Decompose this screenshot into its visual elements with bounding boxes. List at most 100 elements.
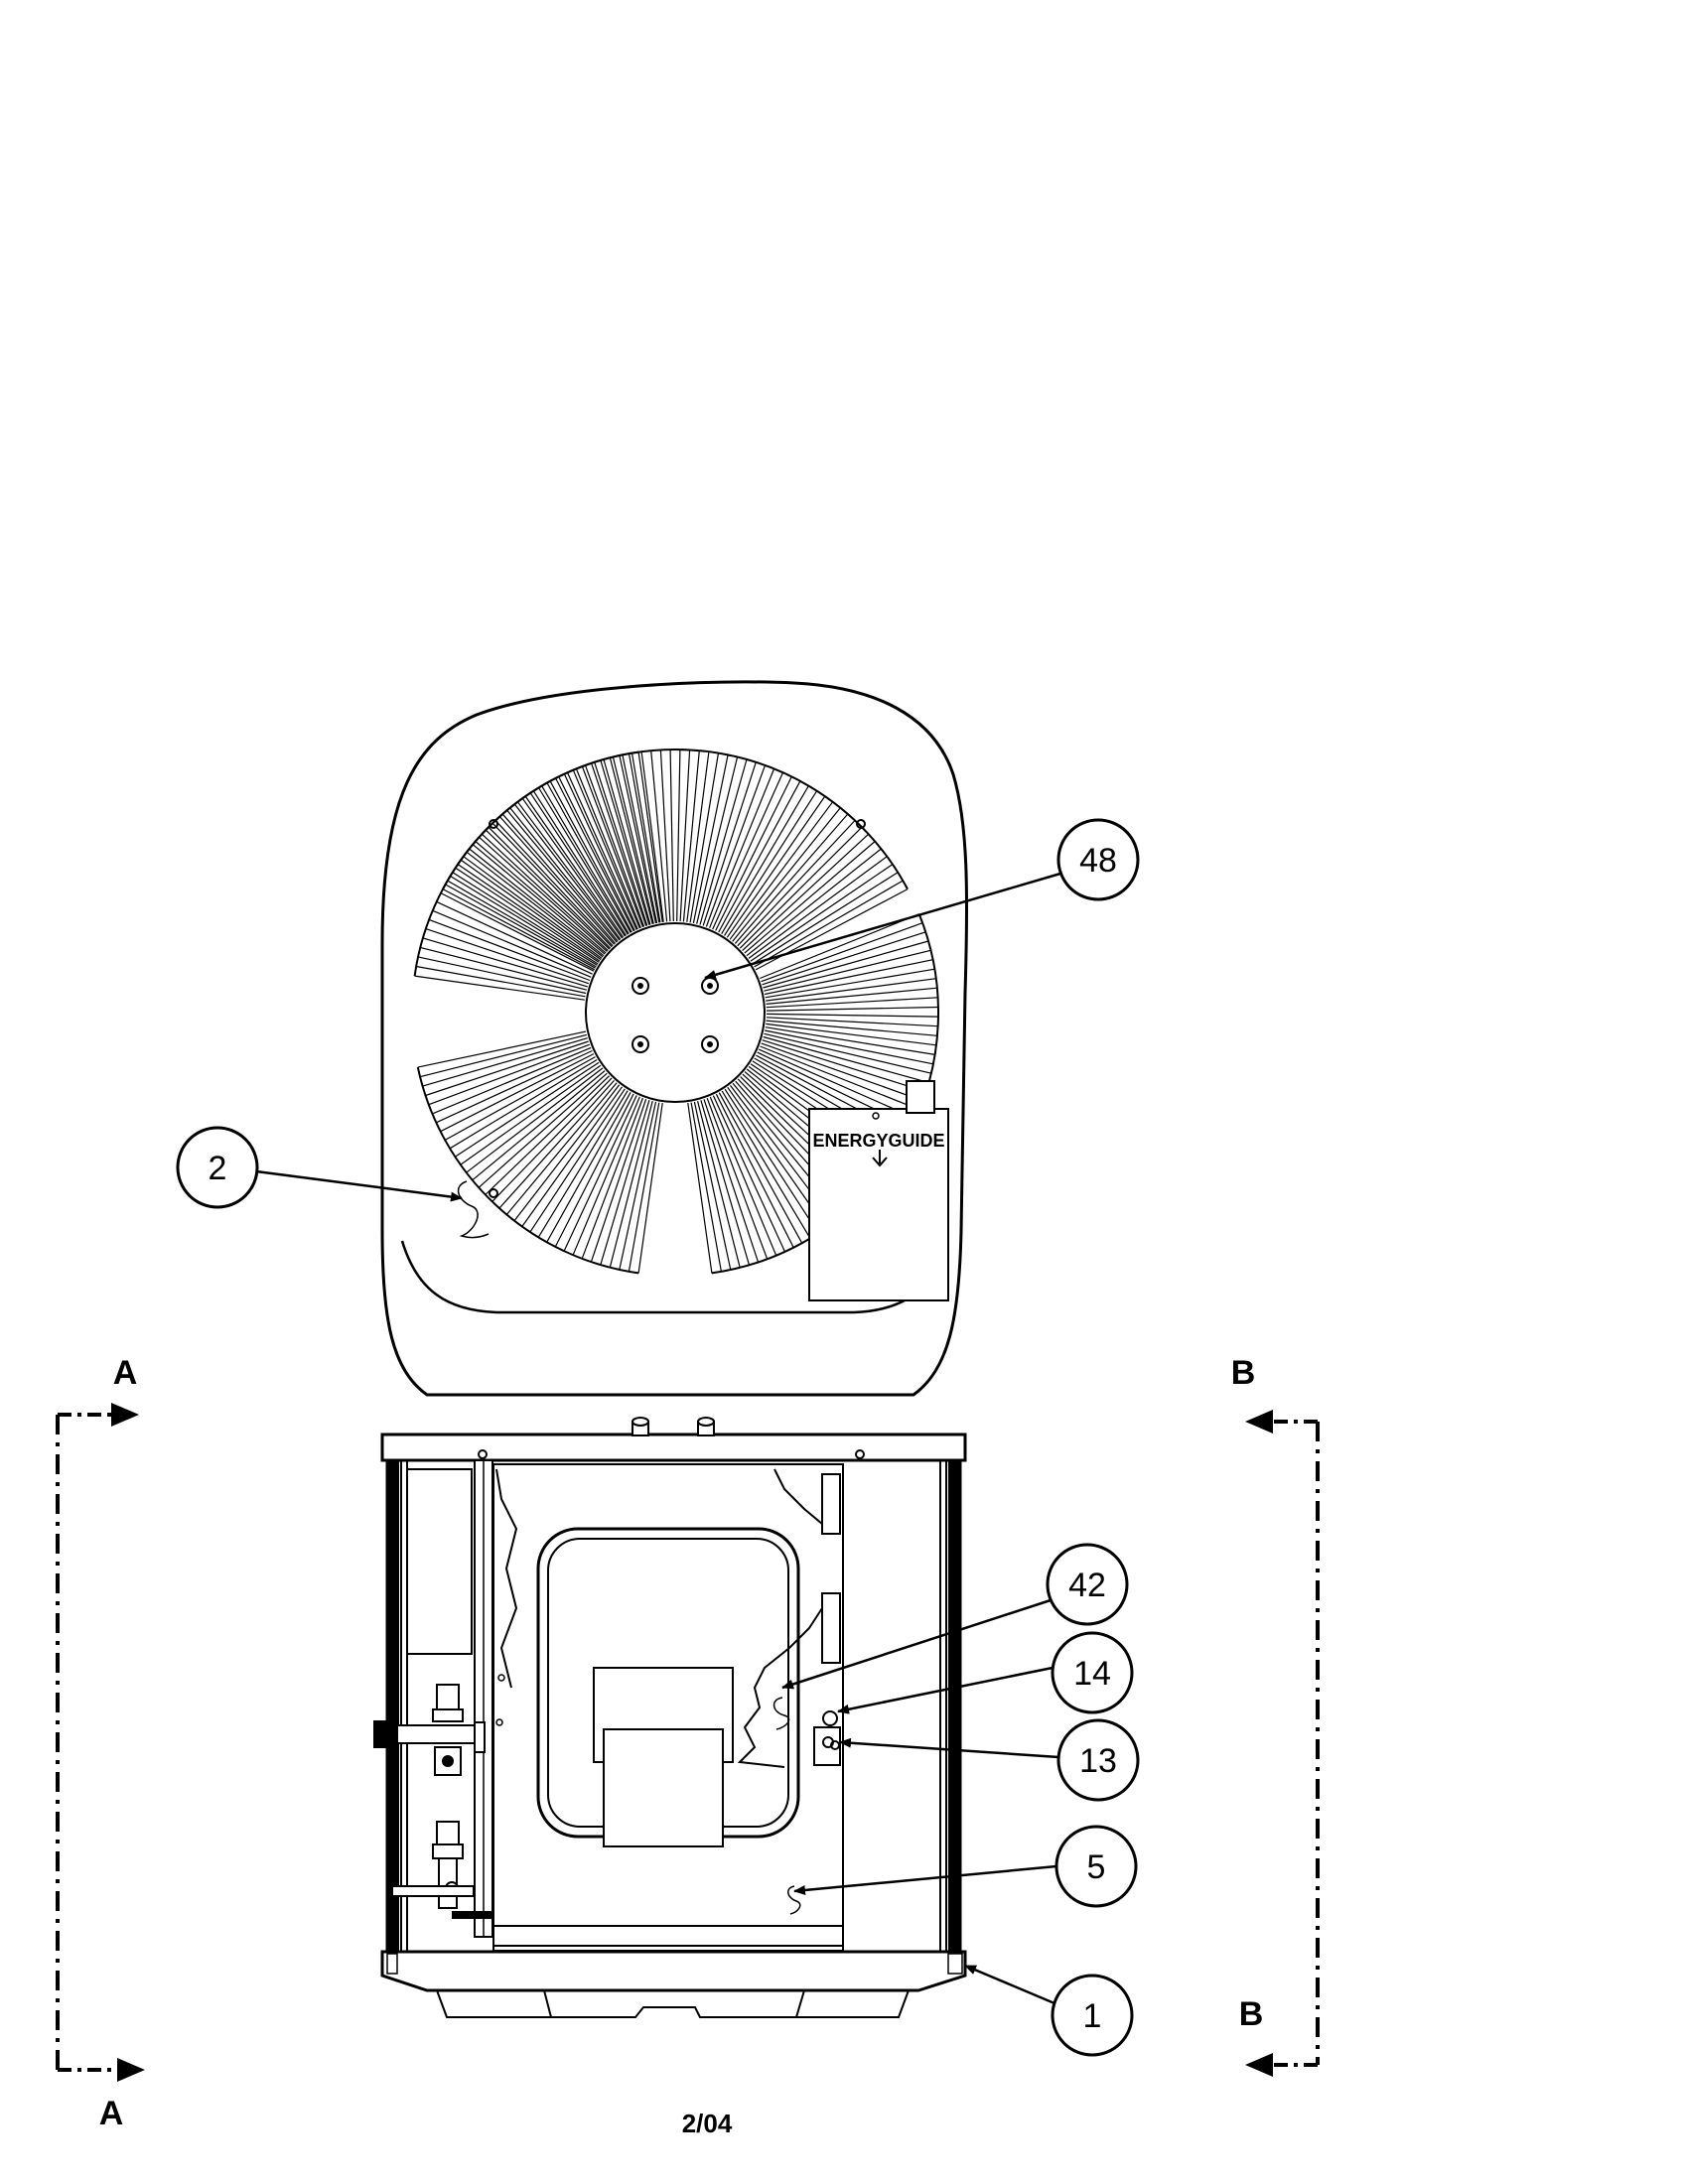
fan-fin (450, 875, 598, 966)
fan-fin (506, 809, 618, 943)
fan-fin (532, 790, 628, 936)
fan-fin (498, 1079, 615, 1209)
fan-fin (505, 1082, 618, 1215)
fan-fin (488, 826, 612, 949)
fan-fin (415, 965, 586, 998)
fan-fin (537, 787, 629, 935)
fan-fin (760, 1045, 920, 1111)
fan-fin (659, 750, 671, 922)
part-mark-squiggle (772, 1697, 790, 1730)
fan-fin (669, 749, 674, 922)
fan-fin (521, 797, 624, 939)
fan-fin (729, 801, 834, 940)
fan-fin (454, 1061, 600, 1158)
fan-fin (619, 1101, 657, 1271)
fan-fin (581, 1097, 643, 1260)
fan-fin (591, 762, 647, 926)
service-valve-lower (391, 1821, 491, 1919)
fan-fin (690, 1102, 722, 1273)
fan-fin (457, 864, 601, 962)
fan-fin (447, 880, 597, 968)
bracket (821, 1592, 841, 1664)
fan-fin (558, 776, 635, 931)
fan-fin (764, 959, 933, 996)
callout-2: 2 (176, 1126, 463, 1209)
fan-fin (498, 816, 616, 945)
fan-fin (581, 765, 644, 928)
terminal-cover (603, 1728, 724, 1847)
fan-fin (609, 1100, 653, 1268)
cutaway-edge (495, 1468, 518, 1689)
fan-fin (752, 872, 899, 965)
fan-fin (546, 1092, 632, 1243)
fan-fin (600, 1100, 650, 1266)
fan-fin (709, 768, 775, 928)
fan-fin (712, 1095, 786, 1253)
fan-fin (563, 1095, 637, 1252)
hub-bolt (632, 977, 649, 995)
fan-fin (721, 1090, 811, 1239)
fan-fin (721, 785, 809, 935)
fan-fin (420, 946, 588, 991)
fan-fin (524, 795, 625, 938)
fan-fin (466, 1067, 604, 1173)
fan-fin (546, 782, 632, 933)
fan-fin (762, 1039, 926, 1093)
fan-fin (472, 1070, 606, 1181)
fan-fin (706, 1097, 769, 1260)
fan-fin (760, 913, 919, 980)
service-panel (406, 1468, 473, 1655)
fan-fin (764, 949, 931, 992)
fan-fin (417, 956, 587, 995)
fan-fin (702, 761, 757, 926)
fan-fin (572, 769, 640, 929)
hub-bolt (701, 1035, 719, 1053)
fan-fin (529, 1088, 626, 1233)
fan-fin (428, 1043, 591, 1106)
fan-fin (758, 1048, 916, 1120)
fan-fin (679, 750, 691, 922)
callout-48: 48 (704, 818, 1140, 980)
base-pan (380, 1950, 967, 1992)
fan-fin (748, 856, 888, 959)
fan-fin (718, 780, 801, 933)
fan-fin (640, 751, 664, 922)
fan-fin (472, 844, 606, 955)
base-feet (436, 1989, 910, 2018)
fan-hub (585, 922, 766, 1103)
fan-fin (622, 754, 658, 924)
fan-segment-edge (416, 1066, 639, 1275)
fan-fin (766, 1023, 937, 1046)
fan-fin (422, 937, 588, 988)
fan-fin (761, 922, 923, 983)
fan-fin (460, 859, 602, 961)
energyguide-text: ENERGYGUIDE (812, 1131, 944, 1151)
fan-fin (697, 1101, 741, 1269)
fan-fin (732, 807, 841, 942)
fan-fin (485, 1075, 611, 1195)
front-view (373, 1417, 967, 2018)
fan-fin (436, 900, 593, 975)
fan-fin (463, 856, 603, 959)
fan-fin (763, 940, 929, 989)
top-cabinet-outline (380, 680, 969, 1397)
fan-fin (705, 764, 767, 927)
fan-fin (537, 1090, 629, 1238)
fan-fin (422, 1037, 588, 1087)
fan-fin (479, 836, 608, 953)
fan-fin (676, 749, 681, 922)
section-b-indicator: B B (1231, 1354, 1320, 2077)
fan-fin (584, 764, 645, 927)
fan-fin (737, 820, 856, 947)
fan-fin (619, 754, 657, 924)
fan-fin (417, 1030, 587, 1068)
fan-grille (413, 749, 939, 1275)
fan-fin (509, 807, 619, 942)
fan-fin (689, 752, 720, 923)
section-a-bottom-label: A (99, 2095, 124, 2132)
fan-fin (712, 771, 784, 930)
top-fitting (632, 1417, 649, 1436)
fan-fin (481, 833, 609, 952)
fan-fin (628, 752, 660, 923)
callout-48-number: 48 (1079, 842, 1117, 880)
